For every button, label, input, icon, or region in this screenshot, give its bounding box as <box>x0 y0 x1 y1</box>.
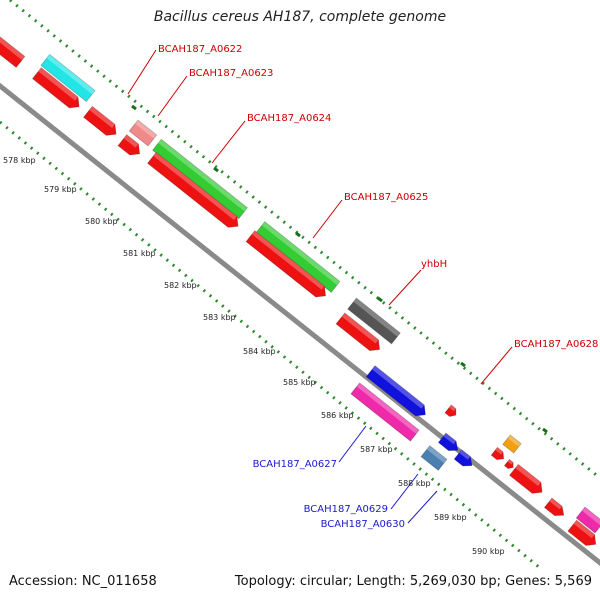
tick-label: 590 kbp <box>472 547 505 556</box>
gene-green <box>255 221 341 293</box>
accession-text: Accession: NC_011658 <box>9 574 157 589</box>
gene-label-yhbh: yhbH <box>421 259 447 270</box>
gene-label-a0629: BCAH187_A0629 <box>304 504 388 515</box>
genome-summary-text: Topology: circular; Length: 5,269,030 bp… <box>234 574 592 589</box>
gene-label-a0627: BCAH187_A0627 <box>253 459 337 470</box>
gene-cyan <box>40 53 96 103</box>
gene-red <box>508 463 543 494</box>
gc-dash <box>377 296 383 303</box>
tick-label: 588 kbp <box>398 479 431 488</box>
genome-title: Bacillus cereus AH187, complete genome <box>153 9 447 25</box>
tick-label: 587 kbp <box>360 445 393 454</box>
gene-red <box>82 105 117 136</box>
leader-line <box>312 199 343 239</box>
gene-green <box>152 138 248 220</box>
gene-label-a0623: BCAH187_A0623 <box>189 68 273 79</box>
tick-label: 586 kbp <box>321 411 354 420</box>
gene-red-small <box>503 458 514 470</box>
gene-pink <box>128 119 158 147</box>
gene-red <box>335 312 381 352</box>
gene-label-a0628: BCAH187_A0628 <box>514 339 598 350</box>
gene-orange <box>502 434 522 454</box>
gene-blue <box>453 449 473 467</box>
leader-line <box>388 269 422 306</box>
gene-red-small <box>444 404 457 417</box>
position-ticks: 578 kbp 579 kbp 580 kbp 581 kbp 582 kbp 583 k… <box>3 156 505 556</box>
gene-label-a0624: BCAH187_A0624 <box>247 113 331 124</box>
gene-red <box>31 67 80 109</box>
gc-dash <box>295 231 301 238</box>
tick-label: 581 kbp <box>123 249 156 258</box>
gene-red <box>543 497 565 516</box>
gene-red <box>245 230 327 298</box>
gene-gray <box>347 297 401 345</box>
leader-line <box>407 490 438 524</box>
gc-dash <box>460 361 466 368</box>
gc-dot-tracks <box>0 0 600 570</box>
gene-magenta <box>350 382 420 442</box>
gene-steel <box>420 445 448 471</box>
gene-labels: BCAH187_A0622BCAH187_A0623BCAH187_A0624B… <box>158 44 598 530</box>
leader-line <box>211 120 246 164</box>
tick-label: 579 kbp <box>44 185 77 194</box>
tick-label: 584 kbp <box>243 347 276 356</box>
gene-blue <box>437 432 459 451</box>
tick-label: 578 kbp <box>3 156 36 165</box>
gene-red-small <box>490 446 505 461</box>
gene-red <box>567 519 597 546</box>
tick-label: 583 kbp <box>203 313 236 322</box>
genome-backbone <box>0 82 600 567</box>
gene-label-a0630: BCAH187_A0630 <box>321 519 405 530</box>
gene-red <box>0 36 26 68</box>
gene-label-a0625: BCAH187_A0625 <box>344 192 428 203</box>
tick-label: 580 kbp <box>85 217 118 226</box>
gene-red <box>147 151 239 228</box>
leader-line <box>157 75 188 117</box>
gene-features <box>0 36 600 546</box>
label-leader-lines <box>127 49 513 524</box>
tick-label: 585 kbp <box>283 378 316 387</box>
leader-line <box>390 473 419 510</box>
gc-dash <box>542 427 548 434</box>
gc-track-outer <box>9 0 600 480</box>
leader-line <box>480 346 513 385</box>
gene-magenta <box>575 506 600 534</box>
leader-line <box>338 425 367 463</box>
leader-line <box>127 49 157 95</box>
gc-dash <box>213 166 219 173</box>
gc-dash <box>131 104 137 111</box>
tick-label: 589 kbp <box>434 513 467 522</box>
gene-blue <box>365 365 426 417</box>
gene-label-a0622: BCAH187_A0622 <box>158 44 242 55</box>
gc-track-inner <box>0 120 541 570</box>
gene-red <box>117 134 141 156</box>
tick-label: 582 kbp <box>164 281 197 290</box>
